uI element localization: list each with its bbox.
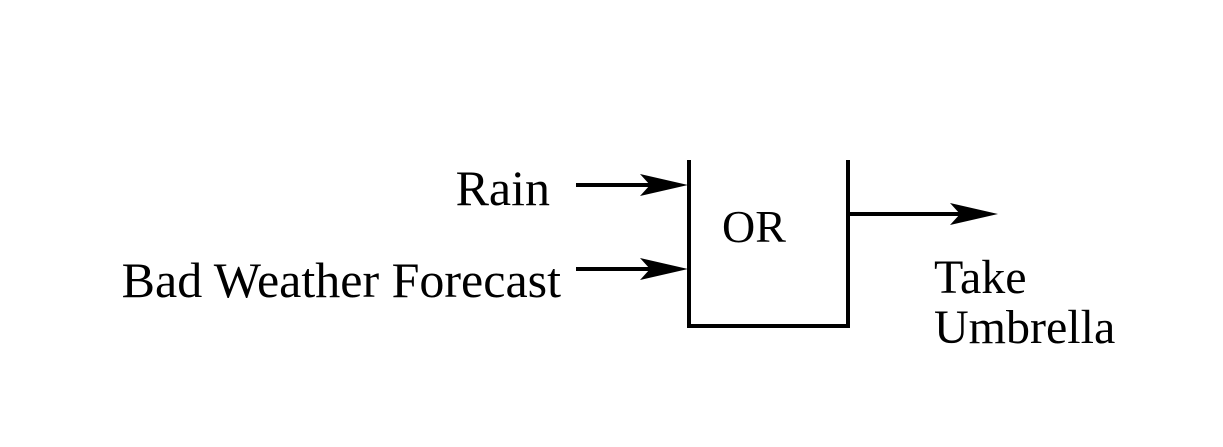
output-label: Take Umbrella <box>934 251 1174 355</box>
or-gate-box <box>687 160 850 328</box>
output-arrow <box>849 203 998 225</box>
output-label-line-1: Take <box>934 251 1027 304</box>
gate-label-or: OR <box>722 201 786 252</box>
input-label-bad-weather-forecast: Bad Weather Forecast <box>121 252 561 308</box>
output-label-line-2: Umbrella <box>934 301 1116 355</box>
forecast-input-arrow <box>576 258 688 280</box>
input-label-rain: Rain <box>455 160 550 216</box>
rain-input-arrow <box>576 174 688 196</box>
